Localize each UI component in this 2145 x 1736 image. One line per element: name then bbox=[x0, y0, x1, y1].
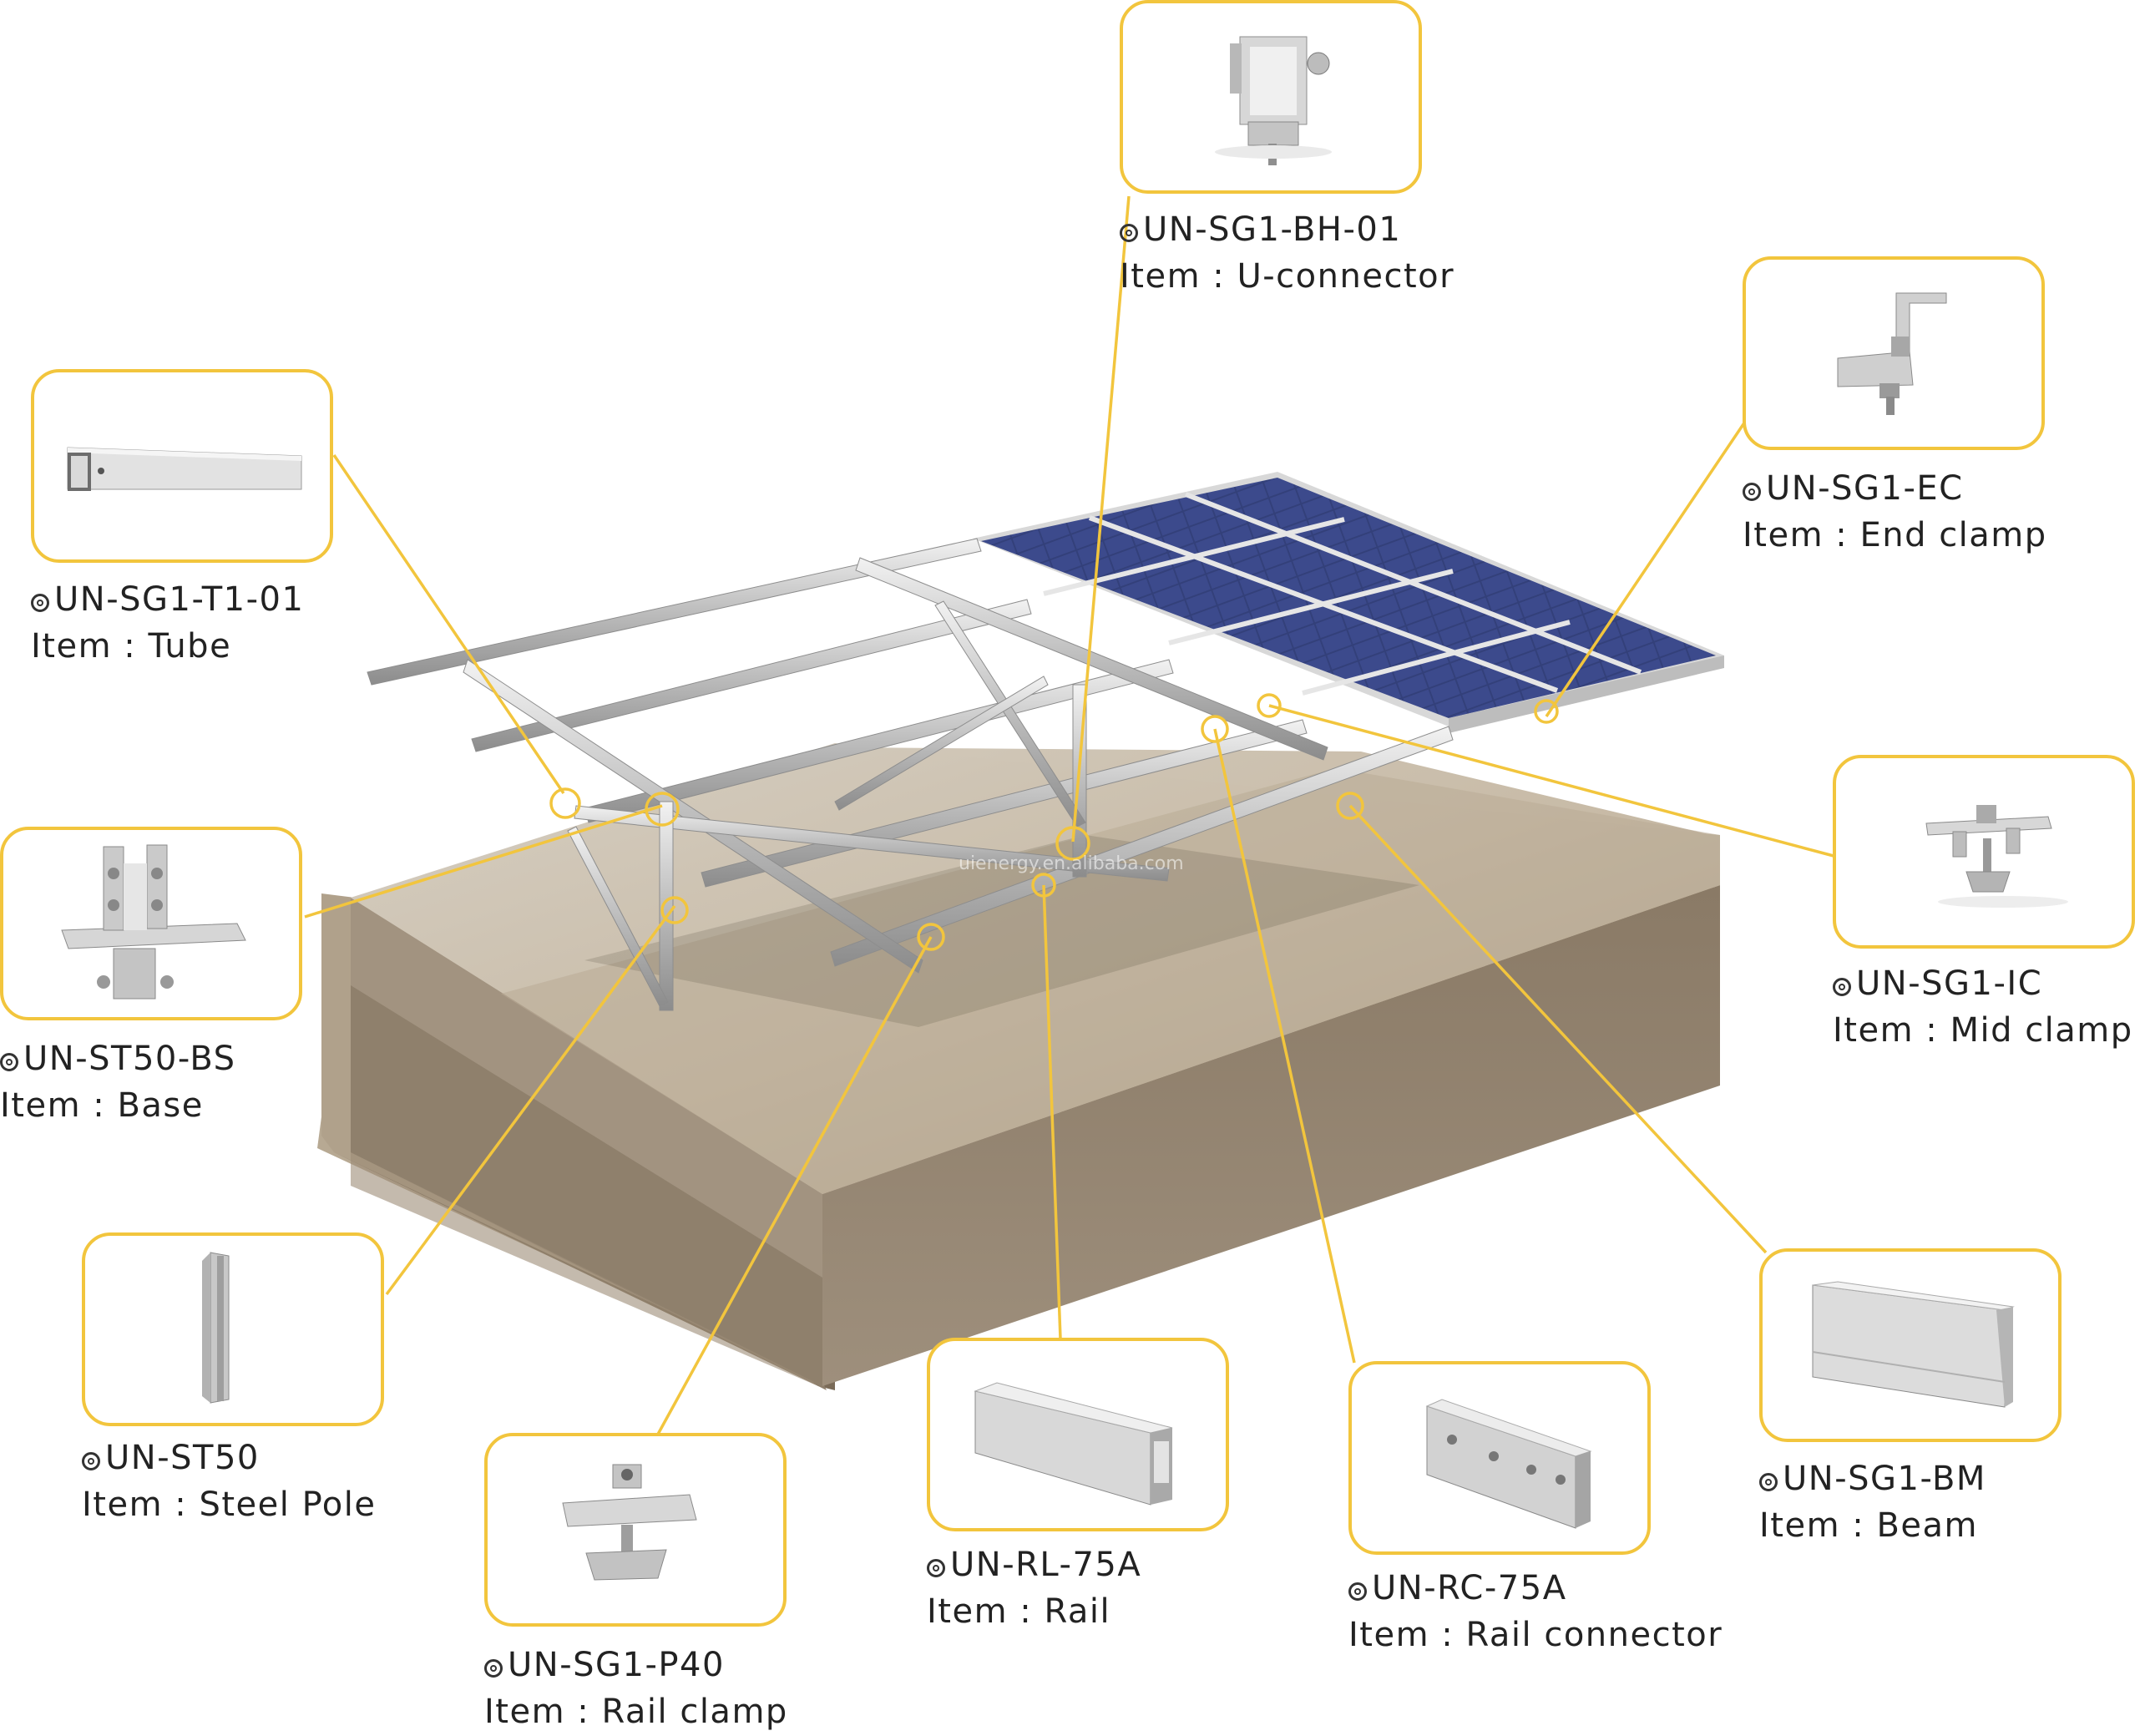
beam-profile-icon bbox=[1812, 1281, 2015, 1408]
base-bracket-icon bbox=[61, 844, 246, 1000]
product-item: Item : Base bbox=[0, 1086, 204, 1125]
product-item: Item : U-connector bbox=[1120, 257, 1455, 296]
bullseye-icon bbox=[1743, 483, 1761, 501]
product-code: UN-SG1-EC bbox=[1766, 469, 1964, 508]
product-code: UN-SG1-T1-01 bbox=[54, 580, 305, 619]
shadow bbox=[584, 835, 1419, 1027]
label-beam: UN-SG1-BM Item : Beam bbox=[1759, 1455, 1986, 1549]
bullseye-icon bbox=[82, 1452, 100, 1470]
product-code: UN-RL-75A bbox=[950, 1546, 1142, 1584]
card-end-clamp bbox=[1743, 256, 2045, 450]
product-item: Item : Rail clamp bbox=[484, 1693, 788, 1731]
bullseye-icon bbox=[927, 1559, 945, 1577]
square-tube-icon bbox=[67, 447, 302, 491]
mounting-frame bbox=[367, 538, 1454, 1011]
label-end-clamp: UN-SG1-EC Item : End clamp bbox=[1743, 465, 2047, 559]
product-item: Item : End clamp bbox=[1743, 516, 2047, 554]
steel-pole-icon bbox=[202, 1252, 230, 1404]
label-rail-clamp: UN-SG1-P40 Item : Rail clamp bbox=[484, 1642, 788, 1735]
label-mid-clamp: UN-SG1-IC Item : Mid clamp bbox=[1833, 960, 2133, 1054]
u-connector-icon bbox=[1215, 36, 1332, 165]
label-tube: UN-SG1-T1-01 Item : Tube bbox=[31, 576, 304, 670]
label-rail: UN-RL-75A Item : Rail bbox=[927, 1541, 1141, 1635]
bullseye-icon bbox=[1759, 1473, 1778, 1491]
mid-clamp-icon bbox=[1925, 805, 2068, 908]
bullseye-icon bbox=[1348, 1582, 1367, 1601]
product-item: Item : Steel Pole bbox=[82, 1485, 377, 1524]
label-u-connector: UN-SG1-BH-01 Item : U-connector bbox=[1120, 206, 1454, 300]
bullseye-icon bbox=[1833, 978, 1851, 996]
card-beam bbox=[1759, 1248, 2062, 1442]
bullseye-icon bbox=[31, 594, 49, 612]
leader-lines bbox=[304, 195, 1834, 1440]
product-item: Item : Mid clamp bbox=[1833, 1011, 2133, 1050]
rail-profile-icon bbox=[974, 1382, 1173, 1506]
card-base bbox=[0, 827, 302, 1020]
label-steel-pole: UN-ST50 Item : Steel Pole bbox=[82, 1435, 376, 1528]
product-code: UN-SG1-BH-01 bbox=[1143, 210, 1402, 249]
product-item: Item : Rail bbox=[927, 1592, 1111, 1631]
product-item: Item : Rail connector bbox=[1348, 1616, 1723, 1654]
card-rail bbox=[927, 1338, 1229, 1531]
card-tube bbox=[31, 369, 333, 563]
card-mid-clamp bbox=[1833, 755, 2135, 949]
card-rail-clamp bbox=[484, 1433, 787, 1627]
product-code: UN-ST50-BS bbox=[23, 1040, 236, 1078]
bullseye-icon bbox=[484, 1659, 503, 1678]
product-item: Item : Tube bbox=[31, 627, 232, 666]
label-rail-connector: UN-RC-75A Item : Rail connector bbox=[1348, 1565, 1723, 1658]
rail-connector-icon bbox=[1425, 1399, 1592, 1529]
product-item: Item : Beam bbox=[1759, 1506, 1978, 1545]
card-rail-connector bbox=[1348, 1361, 1651, 1555]
product-code: UN-SG1-IC bbox=[1856, 964, 2043, 1003]
solar-panels bbox=[973, 472, 1724, 733]
label-base: UN-ST50-BS Item : Base bbox=[0, 1035, 236, 1129]
product-code: UN-SG1-BM bbox=[1783, 1460, 1986, 1498]
product-code: UN-ST50 bbox=[105, 1439, 260, 1477]
callout-markers bbox=[549, 693, 1559, 951]
rail-clamp-icon bbox=[562, 1464, 697, 1581]
bullseye-icon bbox=[1120, 224, 1138, 242]
product-code: UN-RC-75A bbox=[1372, 1569, 1567, 1607]
watermark: uienergy.en.alibaba.com bbox=[959, 853, 1184, 874]
card-steel-pole bbox=[82, 1232, 384, 1426]
product-code: UN-SG1-P40 bbox=[508, 1646, 725, 1684]
bullseye-icon bbox=[0, 1053, 18, 1071]
ground-block bbox=[317, 743, 1720, 1390]
card-u-connector bbox=[1120, 0, 1422, 194]
end-clamp-icon bbox=[1837, 292, 1947, 415]
